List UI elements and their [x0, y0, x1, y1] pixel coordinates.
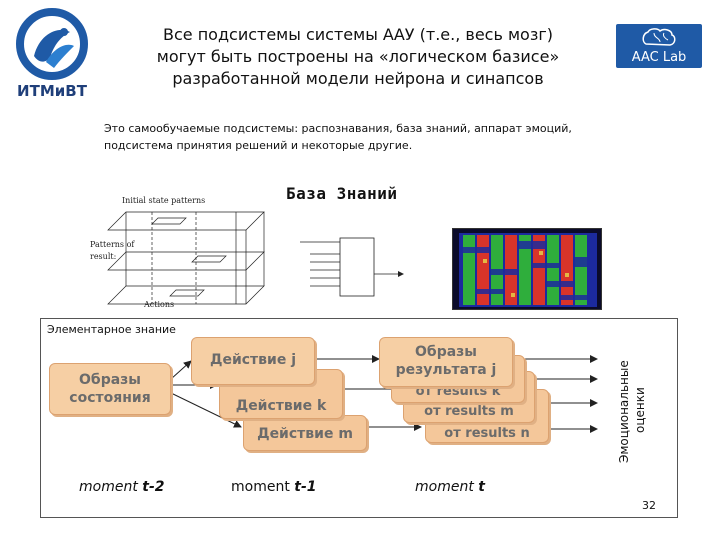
title-line-3: разработанной модели нейрона и синапсов	[172, 69, 544, 88]
moment-t: moment t	[415, 479, 485, 495]
action-m-label: Действие m	[257, 426, 353, 442]
moment-t-prefix: moment	[415, 479, 479, 495]
action-k-label: Действие k	[235, 398, 327, 414]
knowledge-base-title: База Знаний	[286, 184, 398, 203]
moment-t-2-prefix: moment	[79, 479, 143, 495]
aac-lab-logo: AAC Lab	[616, 24, 702, 68]
vertical-label-drawing: Эмоциональные оценки	[617, 360, 647, 463]
heatmap-drawing	[459, 233, 597, 307]
stack-label-result: Patterns of	[90, 240, 135, 249]
moment-t-suffix: t	[478, 479, 485, 495]
neuron-block-figure	[290, 228, 410, 304]
result-k-label: от results k	[415, 384, 501, 399]
moment-t-1: moment t-1	[231, 479, 317, 495]
result-j-line-2: результата j	[395, 362, 497, 378]
itmivt-logo-caption: ИТМиВТ	[17, 82, 87, 100]
pattern-layers-drawing	[107, 211, 265, 305]
action-j-label: Действие j	[209, 352, 297, 368]
state-box-line-1: Образы	[79, 372, 141, 388]
moment-t-1-suffix: t-1	[294, 479, 317, 495]
result-m-label: от results m	[424, 404, 514, 419]
stack-label-initial: Initial state patterns	[122, 196, 206, 205]
stack-label-actions: Actions	[144, 300, 175, 309]
slide-subtitle: Это самообучаемые подсистемы: распознава…	[104, 120, 664, 154]
stack-label-result-2: result:	[90, 252, 117, 261]
vertical-label-line-1: Эмоциональные	[617, 360, 631, 463]
neuron-block-drawing	[300, 237, 404, 297]
pattern-layers-figure: Initial state patterns Patterns of resul…	[86, 190, 276, 316]
aac-lab-caption: AAC Lab	[631, 50, 687, 65]
activity-heatmap	[452, 228, 602, 310]
moment-t-2: moment t-2	[79, 479, 165, 495]
subtitle-line-2: подсистема принятия решений и некоторые …	[104, 139, 413, 152]
state-patterns-box: Образы состояния	[49, 363, 171, 415]
result-n-label: от results n	[444, 426, 530, 441]
itmivt-logo: ИТМиВТ	[10, 8, 94, 106]
elementary-knowledge-frame: Элементарное знание Образы состояния Дей…	[40, 318, 678, 518]
itmivt-logo-emblem	[16, 8, 88, 80]
flow-arrows	[170, 355, 598, 433]
title-line-1: Все подсистемы системы ААУ (т.е., весь м…	[163, 25, 553, 44]
subtitle-line-1: Это самообучаемые подсистемы: распознава…	[104, 122, 572, 135]
vertical-label-line-2: оценки	[633, 387, 647, 433]
title-line-2: могут быть построены на «логическом бази…	[156, 47, 560, 66]
result-j-line-1: Образы	[415, 344, 477, 360]
action-j-box: Действие j	[191, 337, 315, 385]
result-j-box: Образы результата j	[379, 337, 513, 387]
action-m-box: Действие m	[243, 415, 367, 451]
moment-t-2-suffix: t-2	[142, 479, 165, 495]
state-box-line-2: состояния	[69, 390, 151, 406]
emotional-assessment-label: Эмоциональные оценки	[612, 345, 652, 465]
brain-icon	[642, 28, 676, 46]
slide-title: Все подсистемы системы ААУ (т.е., весь м…	[110, 24, 606, 90]
page-number: 32	[642, 499, 656, 512]
frame-label: Элементарное знание	[47, 323, 176, 336]
moment-t-1-prefix: moment	[231, 479, 295, 495]
